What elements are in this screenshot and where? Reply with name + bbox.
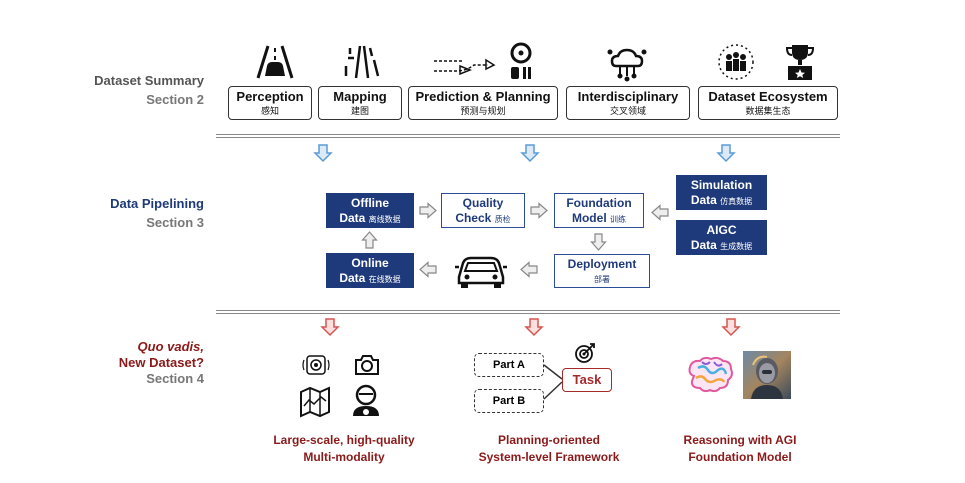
caption-line-2: System-level Framework <box>478 450 620 464</box>
category-mapping: Mapping 建图 <box>318 86 402 120</box>
category-label: Perception <box>236 89 304 104</box>
category-perception: Perception 感知 <box>228 86 312 120</box>
community-icon <box>718 44 754 80</box>
section-future-sub: Section 4 <box>146 371 204 386</box>
section-future-title2: New Dataset? <box>118 355 204 370</box>
category-label: Dataset Ecosystem <box>708 89 828 104</box>
divider-top <box>216 134 840 138</box>
arrow-left <box>651 204 669 221</box>
deployment-label: Deployment <box>567 257 637 271</box>
category-dataset-ecosystem: Dataset Ecosystem 数据集生态 <box>698 86 838 120</box>
aigc-label-2: Data 生成数据 <box>690 238 753 252</box>
offline-label: Offline <box>351 196 389 210</box>
blue-down-arrow <box>520 144 540 163</box>
quality-check-box: Quality Check 质检 <box>441 193 525 228</box>
driver-icon <box>353 384 379 416</box>
lane-map-icon <box>344 45 380 79</box>
caption-agi: Reasoning with AGI Foundation Model <box>646 432 834 466</box>
blue-down-arrow <box>716 144 736 163</box>
deployment-label-zh: 部署 <box>594 275 610 284</box>
camera-icon <box>355 355 379 375</box>
arrow-left <box>419 261 437 278</box>
section-summary-sub: Section 2 <box>146 92 204 107</box>
part-b-box: Part B <box>474 389 544 413</box>
simulation-label: Simulation <box>690 178 753 192</box>
section-future-title: Quo vadis, <box>137 339 204 354</box>
quality-label: Quality <box>462 196 504 210</box>
category-label-zh: 数据集生态 <box>745 106 791 116</box>
trajectory-icon <box>434 58 496 76</box>
simulation-label-2: Data 仿真数据 <box>690 193 753 207</box>
online-label-2: Data 在线数据 <box>339 271 401 285</box>
arrow-right <box>419 202 437 219</box>
category-label-zh: 预测与规划 <box>460 106 506 116</box>
arrow-down <box>590 233 607 251</box>
online-label: Online <box>351 256 389 270</box>
section-pipeline-title: Data Pipelining <box>110 196 204 211</box>
foundation-label-2: Model 训练 <box>571 211 626 225</box>
steering-wheel-icon <box>510 42 532 79</box>
sensor-icon <box>302 355 330 375</box>
category-interdisciplinary: Interdisciplinary 交叉领域 <box>566 86 690 120</box>
caption-line-1: Reasoning with AGI <box>683 433 797 447</box>
simulation-data-box: Simulation Data 仿真数据 <box>676 175 767 210</box>
caption-line-2: Foundation Model <box>688 450 792 464</box>
trophy-icon <box>785 45 815 80</box>
quality-label-2: Check 质检 <box>455 211 511 225</box>
car-icon <box>455 256 507 288</box>
road-car-icon <box>256 45 294 79</box>
offline-label-2: Data 离线数据 <box>339 211 401 225</box>
red-down-arrow <box>721 318 741 337</box>
caption-line-2: Multi-modality <box>303 450 385 464</box>
foundation-label: Foundation <box>566 196 632 210</box>
red-down-arrow <box>320 318 340 337</box>
task-box: Task <box>562 368 612 392</box>
map-icon <box>300 386 330 418</box>
arrow-up <box>361 231 378 249</box>
category-label-zh: 感知 <box>260 106 279 116</box>
foundation-model-box: Foundation Model 训练 <box>554 193 644 228</box>
aigc-label: AIGC <box>706 223 737 237</box>
target-icon <box>575 343 595 363</box>
network-cloud-icon <box>607 48 647 82</box>
caption-multimodality: Large-scale, high-quality Multi-modality <box>250 432 438 466</box>
caption-planning: Planning-oriented System-level Framework <box>455 432 643 466</box>
category-label-zh: 交叉领域 <box>609 106 646 116</box>
category-label: Interdisciplinary <box>577 89 679 104</box>
brain-icon <box>688 356 733 393</box>
category-label-zh: 建图 <box>350 106 369 116</box>
section-summary-title: Dataset Summary <box>94 73 204 88</box>
section-pipeline-sub: Section 3 <box>146 215 204 230</box>
category-label: Prediction & Planning <box>415 89 551 104</box>
caption-line-1: Planning-oriented <box>498 433 600 447</box>
blue-down-arrow <box>313 144 333 163</box>
red-down-arrow <box>524 318 544 337</box>
category-label: Mapping <box>333 89 387 104</box>
offline-data-box: Offline Data 离线数据 <box>326 193 414 228</box>
robot-image <box>743 351 791 399</box>
aigc-data-box: AIGC Data 生成数据 <box>676 220 767 255</box>
online-data-box: Online Data 在线数据 <box>326 253 414 288</box>
part-a-box: Part A <box>474 353 544 377</box>
arrow-left <box>520 261 538 278</box>
caption-line-1: Large-scale, high-quality <box>273 433 415 447</box>
category-prediction-planning: Prediction & Planning 预测与规划 <box>408 86 558 120</box>
part-connectors <box>543 364 563 400</box>
arrow-right <box>530 202 548 219</box>
deployment-box: Deployment 部署 <box>554 254 650 288</box>
divider-bottom <box>216 310 840 314</box>
